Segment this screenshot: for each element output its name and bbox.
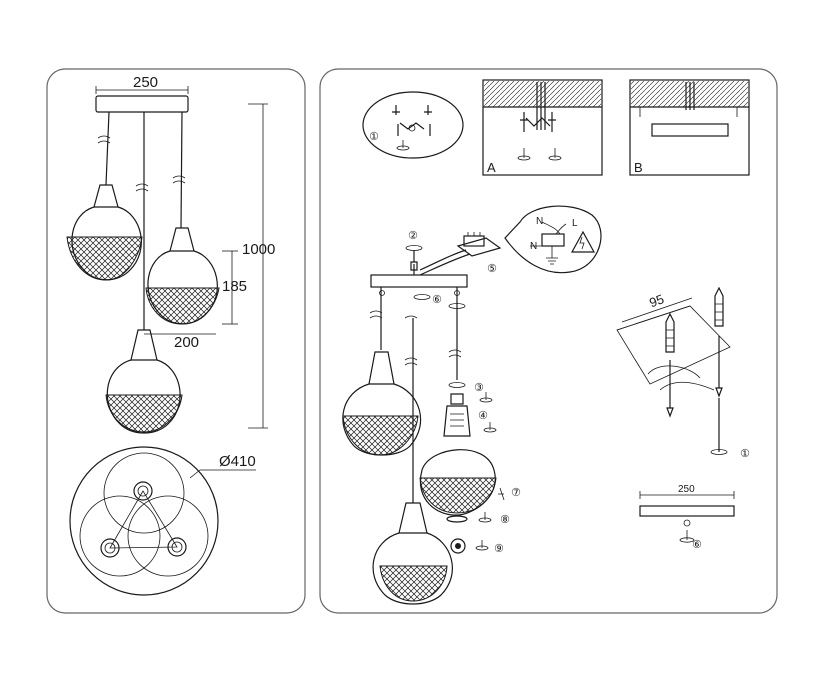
detail-letter-a: A bbox=[487, 160, 496, 175]
socket-assembly: ③ ④ bbox=[443, 382, 497, 437]
step-number: ⑧ bbox=[500, 514, 510, 526]
electric-hazard-icon bbox=[570, 230, 596, 253]
terminal-block-icon: ⑤ bbox=[456, 232, 502, 275]
step-number: ⑥ bbox=[692, 539, 702, 551]
step-number: ④ bbox=[478, 410, 488, 422]
detail-b: B bbox=[629, 79, 750, 176]
dowel-icon bbox=[714, 286, 724, 327]
step-number: ③ bbox=[474, 382, 484, 394]
mesh-shade-icon bbox=[66, 184, 143, 281]
mesh-shade-icon bbox=[342, 351, 422, 456]
mesh-shade-icon bbox=[105, 329, 183, 434]
canopy-plate bbox=[95, 95, 189, 113]
step-number: ① bbox=[369, 131, 379, 143]
mesh-shade-icon bbox=[372, 502, 453, 605]
canopy-plate-side: 250 ⑥ bbox=[639, 484, 735, 551]
ring-part: ⑧ bbox=[446, 512, 510, 526]
dim-offset-200: 200 bbox=[174, 334, 199, 351]
wire-label-n: N bbox=[536, 216, 543, 227]
mesh-shade-icon: ⑦ bbox=[419, 449, 521, 516]
wiring-detail: N L N bbox=[504, 205, 602, 274]
step-6-screw: ⑥ bbox=[413, 294, 442, 306]
step-number: ⑤ bbox=[487, 263, 497, 275]
dim-height-1000: 1000 bbox=[242, 241, 275, 258]
right-panel-frame bbox=[319, 68, 778, 614]
step-number: ② bbox=[408, 230, 418, 242]
canopy-plate bbox=[370, 274, 468, 288]
dim-shade-185: 185 bbox=[222, 278, 247, 295]
right-panel: ① A B bbox=[319, 68, 778, 614]
step-number: ⑦ bbox=[511, 487, 521, 499]
left-panel-frame bbox=[46, 68, 306, 614]
mounting-template: 95 ① bbox=[616, 286, 750, 460]
wire-label-l: L bbox=[572, 218, 578, 229]
dim-diameter-410: Ø410 bbox=[219, 453, 256, 470]
ground-icon bbox=[546, 257, 558, 265]
step-number: ① bbox=[740, 448, 750, 460]
left-panel: 250 1000 1 bbox=[46, 68, 306, 614]
step-number: ⑥ bbox=[432, 294, 442, 306]
step-1-detail: ① bbox=[362, 91, 464, 159]
step-number: ⑨ bbox=[494, 543, 504, 555]
bulb-part: ⑨ bbox=[450, 538, 504, 555]
dim-plate-250: 250 bbox=[678, 484, 695, 495]
mesh-shade-icon bbox=[145, 227, 220, 325]
dowel-icon bbox=[665, 312, 675, 353]
dim-angle-95: 95 bbox=[647, 291, 666, 310]
detail-a: A bbox=[482, 79, 603, 176]
top-view: Ø410 bbox=[69, 446, 256, 596]
wire-label-n-lower: N bbox=[530, 241, 537, 252]
dim-width-250: 250 bbox=[133, 74, 158, 91]
detail-letter-b: B bbox=[634, 160, 643, 175]
screw-icon: ② bbox=[405, 230, 423, 271]
terminal-block-icon bbox=[541, 233, 565, 247]
